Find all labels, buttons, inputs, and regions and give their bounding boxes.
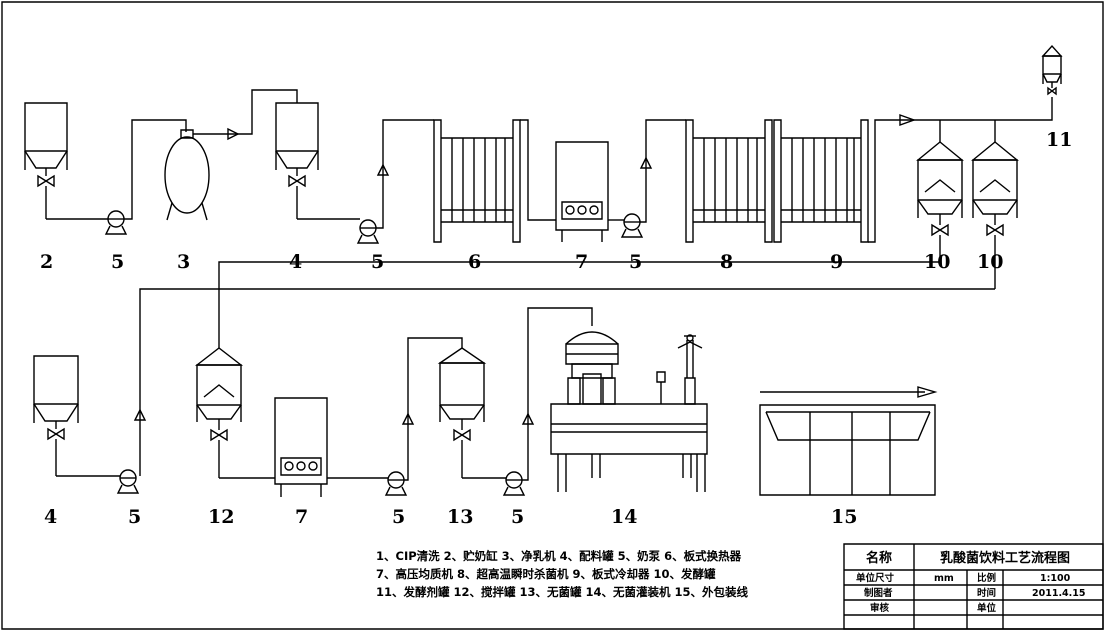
label-13: 13 bbox=[447, 506, 473, 528]
scale-value: 1:100 bbox=[1040, 573, 1071, 584]
legend-line-3: 11、发酵剂罐 12、搅拌罐 13、无菌罐 14、无菌灌装机 15、外包装线 bbox=[376, 585, 749, 599]
aseptic-filling-machine-14 bbox=[551, 332, 707, 492]
legend-line-2: 7、高压均质机 8、超高温瞬时杀菌机 9、板式冷却器 10、发酵罐 bbox=[376, 567, 716, 581]
legend: 1、CIP清洗 2、贮奶缸 3、净乳机 4、配料罐 5、奶泵 6、板式换热器 7… bbox=[376, 549, 749, 599]
plate-heat-exchanger-6 bbox=[434, 120, 520, 242]
uht-sterilizer-8 bbox=[686, 120, 772, 242]
pipe-5-to-6 bbox=[376, 120, 434, 228]
label-10b: 10 bbox=[977, 251, 1003, 273]
label-9: 9 bbox=[830, 251, 843, 273]
plate-cooler-9 bbox=[774, 120, 868, 242]
milk-pump-5c bbox=[622, 214, 642, 237]
flow-arrow-5f bbox=[523, 414, 533, 424]
unit-size-label: 单位尺寸 bbox=[856, 572, 895, 584]
label-5f: 5 bbox=[511, 506, 524, 528]
pipe-3-riser bbox=[238, 90, 297, 134]
label-10a: 10 bbox=[924, 251, 950, 273]
label-5a: 5 bbox=[111, 251, 124, 273]
milk-pump-5a bbox=[106, 211, 126, 234]
aseptic-tank-13 bbox=[440, 348, 484, 478]
flow-arrow-5c bbox=[641, 158, 651, 168]
flow-arrow-5d bbox=[135, 410, 145, 420]
label-8: 8 bbox=[720, 251, 733, 273]
scale-label: 比例 bbox=[977, 572, 996, 584]
mixing-tank-4a bbox=[276, 103, 318, 219]
storage-tank-2 bbox=[25, 103, 67, 219]
flow-arrow-3 bbox=[228, 129, 238, 139]
fermentation-tank-10b bbox=[973, 142, 1017, 289]
milk-separator-3 bbox=[165, 130, 209, 220]
time-value: 2011.4.15 bbox=[1032, 588, 1086, 599]
label-2: 2 bbox=[40, 251, 53, 273]
label-7b: 7 bbox=[295, 506, 308, 528]
label-5e: 5 bbox=[392, 506, 405, 528]
pipe-5e-to-13 bbox=[404, 338, 462, 480]
milk-pump-5b bbox=[358, 220, 378, 243]
drafter-label: 制图者 bbox=[864, 587, 893, 599]
label-11: 11 bbox=[1046, 129, 1072, 151]
pipe-10b-to-5 bbox=[140, 289, 995, 476]
homogenizer-7b bbox=[275, 398, 327, 497]
time-label: 时间 bbox=[977, 587, 996, 599]
pipe-9-to-10 bbox=[868, 97, 1052, 242]
mixing-tank-4b bbox=[34, 356, 78, 476]
milk-pump-5e bbox=[386, 472, 406, 495]
flow-arrow-5e bbox=[403, 414, 413, 424]
flow-arrow-9 bbox=[900, 115, 914, 125]
reviewer-label: 审核 bbox=[870, 602, 890, 614]
unit-label: 单位 bbox=[977, 602, 997, 614]
pipe-10a-to-12 bbox=[219, 262, 940, 348]
label-15: 15 bbox=[831, 506, 857, 528]
label-4b: 4 bbox=[44, 506, 57, 528]
legend-line-1: 1、CIP清洗 2、贮奶缸 3、净乳机 4、配料罐 5、奶泵 6、板式换热器 bbox=[376, 549, 742, 563]
title-block: 名称 乳酸菌饮料工艺流程图 单位尺寸 mm 比例 1:100 制图者 时间 20… bbox=[844, 544, 1103, 629]
label-3: 3 bbox=[177, 251, 190, 273]
packaging-line-15 bbox=[760, 387, 935, 495]
title-name-value: 乳酸菌饮料工艺流程图 bbox=[940, 550, 1070, 566]
label-12: 12 bbox=[208, 506, 234, 528]
label-5c: 5 bbox=[629, 251, 642, 273]
pipe-5f-to-14 bbox=[522, 308, 592, 480]
pipe-5-to-3 bbox=[124, 120, 186, 219]
label-5b: 5 bbox=[371, 251, 384, 273]
pipe-5-to-8 bbox=[640, 120, 686, 222]
label-7a: 7 bbox=[575, 251, 588, 273]
milk-pump-5d bbox=[118, 470, 138, 493]
title-name-label: 名称 bbox=[866, 550, 892, 566]
label-6: 6 bbox=[468, 251, 481, 273]
label-4a: 4 bbox=[289, 251, 302, 273]
fermentation-tank-10a bbox=[918, 142, 962, 262]
unit-size-value: mm bbox=[934, 573, 954, 584]
label-5d: 5 bbox=[128, 506, 141, 528]
homogenizer-7a bbox=[556, 142, 608, 242]
label-14: 14 bbox=[611, 506, 637, 528]
stirring-tank-12 bbox=[197, 348, 241, 478]
flow-arrow-5b bbox=[378, 165, 388, 175]
pipe-6-to-7 bbox=[520, 120, 556, 220]
milk-pump-5f bbox=[504, 472, 524, 495]
starter-tank-11 bbox=[1043, 46, 1061, 94]
